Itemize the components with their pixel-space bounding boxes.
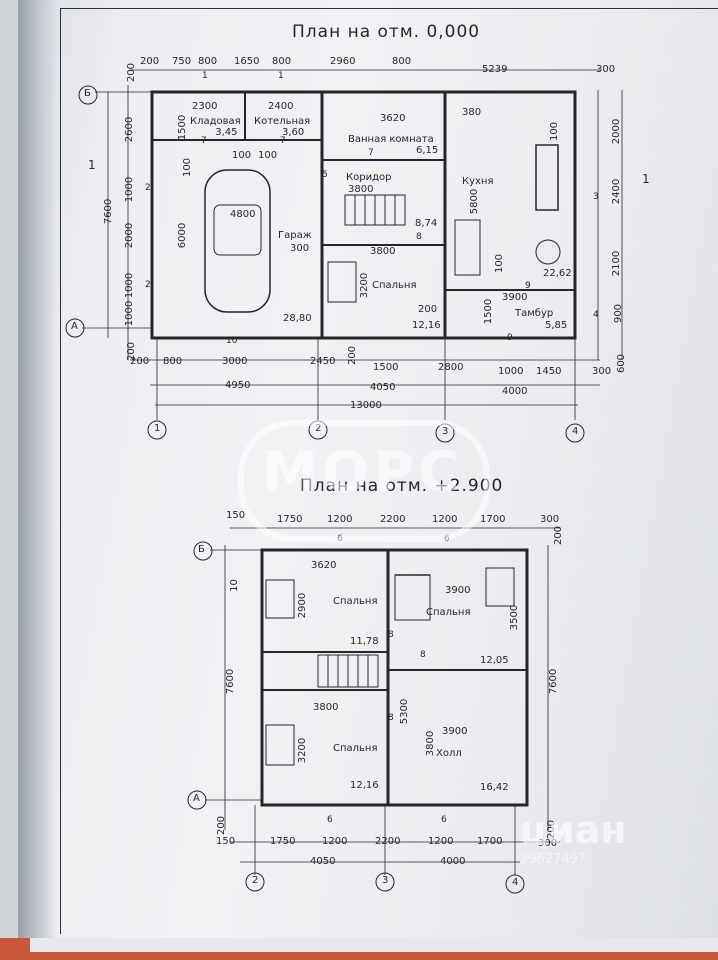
room-bedroom-2-area: 12,05 [480,655,509,666]
room-name: Ванная комната [348,134,434,145]
room-bathroom: Ванная комната 6,15 [348,134,438,156]
room-garage-name: Гараж [278,230,312,241]
corner-watermark-line2: 29627497 [520,852,587,867]
room-area: 6,15 [416,145,439,156]
drawing-frame [60,8,718,934]
room-boiler: Котельная 3,60 [254,116,310,138]
corner-watermark: циан 29627497 [520,808,627,867]
room-hall-name: Холл [436,748,462,759]
agency-watermark: МОРС [262,440,464,505]
room-name: Котельная [254,116,311,127]
room-storage: Кладовая 3,45 [190,116,241,138]
upper-floor-plan [187,527,560,894]
room-kitchen-area: 22,62 [543,268,572,279]
room-area: 8,74 [415,218,438,229]
room-name: Кладовая [190,116,241,127]
room-bedroom-area: 12,16 [412,320,441,331]
room-bedroom-name: Спальня [372,280,417,291]
room-bedroom-2-name: Спальня [426,607,471,618]
room-bedroom-1-area: 11,78 [350,636,379,647]
ground-floor-title: План на отм. 0,000 [292,22,481,42]
room-bedroom-3-area: 12,16 [350,780,379,791]
room-vestibule-area: 5,85 [545,320,568,331]
room-area: 3,60 [281,127,305,138]
page-edge-shadow [18,0,58,960]
room-garage-area: 28,80 [283,313,312,324]
table-edge [0,938,718,960]
room-vestibule-name: Тамбур [515,308,554,319]
room-corridor: Коридор [346,172,391,183]
room-area: 3,45 [215,127,238,138]
room-bedroom-3-name: Спальня [333,743,378,754]
corner-watermark-line1: циан [520,808,627,852]
room-bedroom-1-name: Спальня [333,596,378,607]
agency-watermark-frame [238,420,490,542]
room-name: Коридор [346,172,392,183]
ground-floor-plan [65,69,623,443]
room-kitchen-name: Кухня [462,176,494,187]
room-hall-area: 16,42 [480,782,509,793]
